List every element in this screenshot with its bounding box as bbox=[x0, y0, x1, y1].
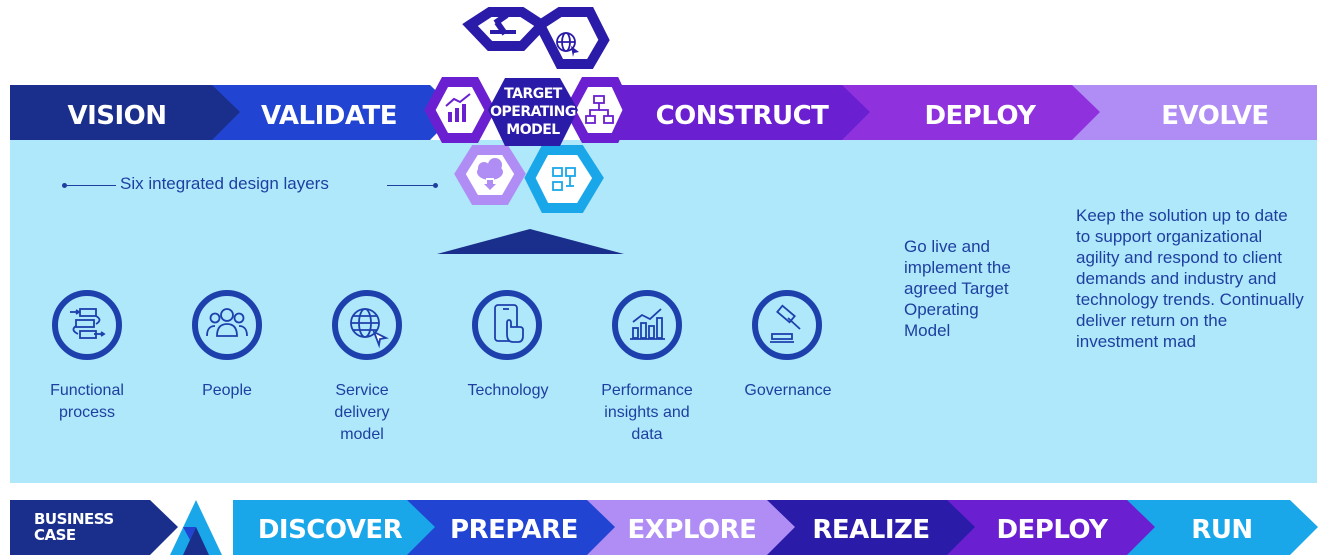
stage-discover-shape bbox=[233, 500, 438, 555]
stage-deploy-bottom-shape bbox=[947, 500, 1158, 555]
stage-prepare-label: PREPARE bbox=[450, 515, 578, 545]
hex-center bbox=[488, 78, 578, 146]
analytics-icon bbox=[445, 93, 471, 122]
layer-label-governance: Governance bbox=[744, 382, 832, 399]
stage-prepare-shape bbox=[407, 500, 618, 555]
hex-left bbox=[424, 77, 496, 143]
triangle-logo-icon bbox=[170, 500, 222, 555]
hex-bottom-right bbox=[524, 145, 604, 213]
layer-governance bbox=[752, 290, 822, 360]
stage-deploy-shape bbox=[842, 85, 1103, 140]
org-chart-icon bbox=[585, 95, 614, 124]
layer-label-service-delivery-model: Service delivery model bbox=[334, 382, 390, 443]
stage-run-label: RUN bbox=[1191, 515, 1252, 545]
hex-top-right bbox=[533, 7, 610, 69]
stage-realize-label: REALIZE bbox=[812, 515, 929, 545]
stage-deploy-bottom-label: DEPLOY bbox=[996, 515, 1109, 545]
globe-icon bbox=[556, 32, 579, 57]
stage-realize-shape bbox=[767, 500, 978, 555]
target-operating-model-cluster: TARGET OPERATING MODEL bbox=[424, 7, 634, 213]
stage-discover-label: DISCOVER bbox=[258, 515, 403, 545]
people-icon bbox=[206, 308, 248, 337]
stage-explore-label: EXPLORE bbox=[628, 515, 757, 545]
stage-run-shape bbox=[1127, 500, 1318, 555]
layer-functional-process bbox=[52, 290, 122, 360]
tom-title-line2: OPERATING bbox=[490, 104, 576, 120]
stage-deploy-label: DEPLOY bbox=[924, 101, 1037, 131]
layer-service-delivery-model bbox=[332, 290, 402, 360]
stage-vision-label: VISION bbox=[67, 101, 166, 131]
stage-explore-shape bbox=[587, 500, 798, 555]
stage-evolve-shape bbox=[1072, 85, 1317, 140]
stage-construct-shape bbox=[580, 85, 873, 140]
evolve-description: Keep the solution up to date to support … bbox=[1076, 206, 1304, 351]
design-layers-text: Six integrated design layers bbox=[120, 174, 329, 193]
business-case-shape bbox=[10, 500, 178, 555]
layer-people bbox=[192, 290, 262, 360]
layer-label-technology: Technology bbox=[467, 382, 549, 399]
layer-technology bbox=[472, 290, 542, 360]
caption-dot-right bbox=[433, 183, 438, 188]
tom-title-line3: MODEL bbox=[506, 122, 560, 138]
pointer-triangle bbox=[437, 229, 624, 254]
deploy-description: Go live and implement the agreed Target … bbox=[904, 237, 1011, 340]
layer-performance-insights bbox=[612, 290, 682, 360]
caption-line-right bbox=[387, 185, 433, 186]
business-case-line1: BUSINESS bbox=[34, 510, 114, 528]
stage-construct-label: CONSTRUCT bbox=[656, 101, 830, 131]
workflow-icon bbox=[552, 167, 576, 191]
design-layers-caption: Six integrated design layers bbox=[62, 174, 438, 198]
globe-cursor-icon bbox=[350, 308, 389, 349]
stage-vision-shape bbox=[10, 85, 243, 140]
caption-line-left bbox=[66, 185, 116, 186]
bar-chart-icon bbox=[630, 308, 665, 340]
gavel-icon bbox=[490, 12, 516, 36]
gavel-icon bbox=[770, 304, 801, 343]
layer-label-functional-process: Functional process bbox=[50, 382, 124, 421]
layer-label-performance-insights: Performance insights and data bbox=[601, 382, 693, 443]
business-case-line2: CASE bbox=[34, 526, 76, 544]
stage-validate-label: VALIDATE bbox=[261, 101, 397, 131]
cloud-download-icon bbox=[477, 158, 503, 191]
caption-dot-left bbox=[62, 183, 67, 188]
tablet-touch-icon bbox=[494, 304, 524, 343]
tom-title-line1: TARGET bbox=[504, 86, 563, 102]
stage-validate-shape bbox=[212, 85, 458, 140]
stage-evolve-label: EVOLVE bbox=[1161, 101, 1268, 131]
process-icon bbox=[70, 308, 106, 339]
layer-label-people: People bbox=[202, 382, 252, 399]
